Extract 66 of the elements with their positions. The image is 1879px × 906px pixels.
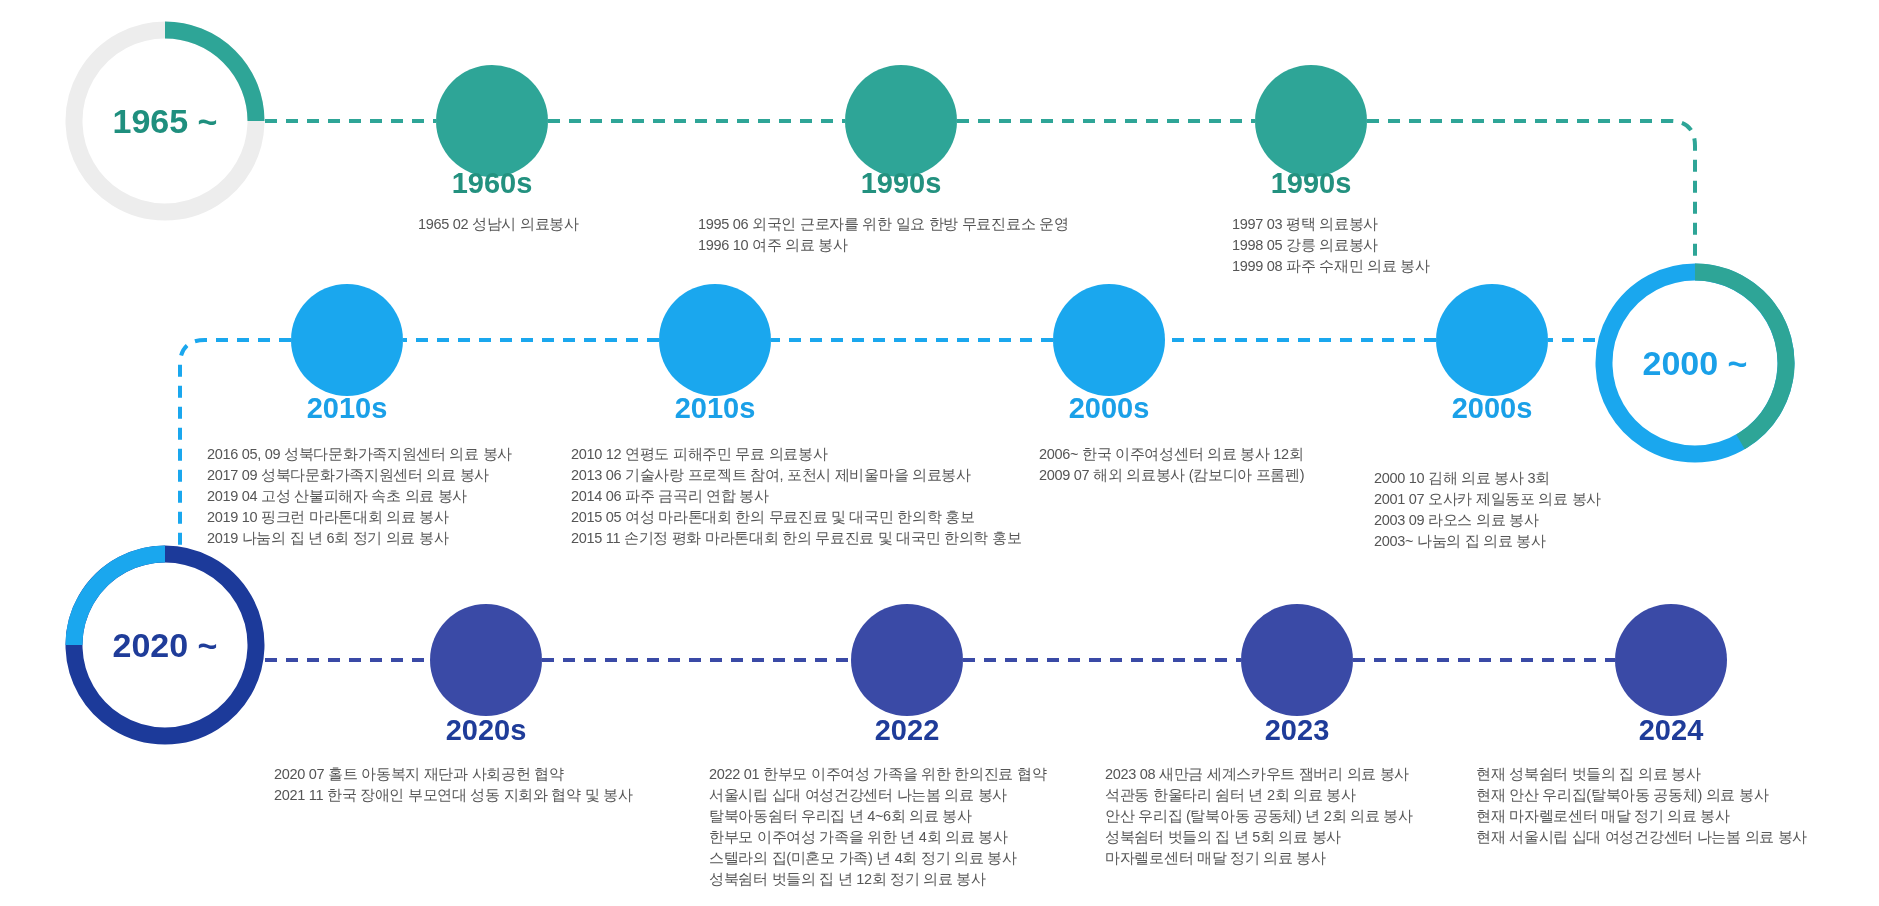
- dashed-connector: [1548, 338, 1595, 342]
- year-label: 1965 ~: [112, 101, 218, 141]
- event-text: 1996 10 여주 의료 봉사: [698, 236, 848, 255]
- event-text: 석관동 한울타리 쉼터 년 2회 의료 봉사: [1105, 786, 1356, 805]
- decade-label: 1990s: [1270, 168, 1352, 198]
- event-text: 2023 08 새만금 세계스카우트 잼버리 의료 봉사: [1105, 765, 1410, 784]
- decade-label: 2000s: [1068, 393, 1150, 423]
- event-text: 2014 06 파주 금곡리 연합 봉사: [571, 487, 769, 506]
- event-text: 2000 10 김해 의료 봉사 3회: [1374, 469, 1550, 488]
- decade-label: 2010s: [306, 393, 388, 423]
- event-text: 1998 05 강릉 의료봉사: [1232, 236, 1378, 255]
- event-text: 1965 02 성남시 의료봉사: [418, 215, 579, 234]
- decade-label: 1960s: [451, 168, 533, 198]
- event-text: 탈북아동쉼터 우리집 년 4~6회 의료 봉사: [709, 807, 972, 826]
- event-text: 성북쉼터 벗들의 집 년 12회 정기 의료 봉사: [709, 870, 986, 889]
- event-text: 2016 05, 09 성북다문화가족지원센터 의료 봉사: [207, 445, 512, 464]
- event-text: 2022 01 한부모 이주여성 가족을 위한 한의진료 협약: [709, 765, 1047, 784]
- progress-ring: [1595, 263, 1795, 463]
- event-text: 현재 마자렐로센터 매달 정기 의료 봉사: [1476, 807, 1730, 826]
- event-text: 현재 서울시립 십대 여성건강센터 나는봄 의료 봉사: [1476, 828, 1808, 847]
- decade-label: 2024: [1638, 715, 1704, 745]
- year-label: 2000 ~: [1642, 343, 1748, 383]
- event-text: 2019 10 핑크런 마라톤대회 의료 봉사: [207, 508, 449, 527]
- event-text: 2021 11 한국 장애인 부모연대 성동 지회와 협약 및 봉사: [274, 786, 633, 805]
- event-text: 2009 07 해외 의료봉사 (캄보디아 프롬펜): [1039, 466, 1305, 485]
- event-text: 2019 04 고성 산불피해자 속초 의료 봉사: [207, 487, 468, 506]
- event-text: 2003 09 라오스 의료 봉사: [1374, 511, 1539, 530]
- dashed-connector: [403, 338, 659, 342]
- dashed-connector: [178, 338, 291, 547]
- event-text: 2015 05 여성 마라톤대회 한의 무료진료 및 대국민 한의학 홍보: [571, 508, 975, 527]
- dashed-connector: [957, 119, 1255, 123]
- event-text: 현재 안산 우리집(탈북아동 공동체) 의료 봉사: [1476, 786, 1769, 805]
- event-text: 2013 06 기술사랑 프로젝트 참여, 포천시 제비울마을 의료봉사: [571, 466, 971, 485]
- event-text: 마자렐로센터 매달 정기 의료 봉사: [1105, 849, 1326, 868]
- progress-ring: [65, 545, 265, 745]
- decade-label: 2010s: [674, 393, 756, 423]
- event-text: 서울시립 십대 여성건강센터 나는봄 의료 봉사: [709, 786, 1007, 805]
- event-text: 1995 06 외국인 근로자를 위한 일요 한방 무료진료소 운영: [698, 215, 1069, 234]
- event-text: 안산 우리집 (탈북아동 공동체) 년 2회 의료 봉사: [1105, 807, 1413, 826]
- event-text: 1999 08 파주 수재민 의료 봉사: [1232, 257, 1430, 276]
- dashed-connector: [265, 119, 436, 123]
- decade-label: 2000s: [1451, 393, 1533, 423]
- event-text: 2010 12 연평도 피해주민 무료 의료봉사: [571, 445, 828, 464]
- decade-label: 2023: [1264, 715, 1330, 745]
- event-text: 스텔라의 집(미혼모 가족) 년 4회 정기 의료 봉사: [709, 849, 1017, 868]
- decade-label: 2022: [874, 715, 940, 745]
- progress-ring: [65, 21, 265, 221]
- event-text: 2020 07 홀트 아동복지 재단과 사회공헌 협약: [274, 765, 564, 784]
- dashed-connector: [1353, 658, 1615, 662]
- decade-label: 1990s: [860, 168, 942, 198]
- event-text: 한부모 이주여성 가족을 위한 년 4회 의료 봉사: [709, 828, 1008, 847]
- event-text: 1997 03 평택 의료봉사: [1232, 215, 1378, 234]
- event-text: 성북쉼터 벗들의 집 년 5회 의료 봉사: [1105, 828, 1341, 847]
- event-text: 2017 09 성북다문화가족지원센터 의료 봉사: [207, 466, 489, 485]
- year-label: 2020 ~: [112, 625, 218, 665]
- dashed-connector: [542, 658, 851, 662]
- event-text: 현재 성북쉼터 벗들의 집 의료 봉사: [1476, 765, 1701, 784]
- event-text: 2019 나눔의 집 년 6회 정기 의료 봉사: [207, 529, 449, 548]
- event-text: 2001 07 오사카 제일동포 의료 봉사: [1374, 490, 1601, 509]
- event-text: 2003~ 나눔의 집 의료 봉사: [1374, 532, 1546, 551]
- dashed-connector: [548, 119, 845, 123]
- event-text: 2015 11 손기정 평화 마라톤대회 한의 무료진료 및 대국민 한의학 홍보: [571, 529, 1022, 548]
- dashed-connector: [771, 338, 1053, 342]
- decade-label: 2020s: [445, 715, 527, 745]
- event-text: 2006~ 한국 이주여성센터 의료 봉사 12회: [1039, 445, 1304, 464]
- dashed-connector: [963, 658, 1241, 662]
